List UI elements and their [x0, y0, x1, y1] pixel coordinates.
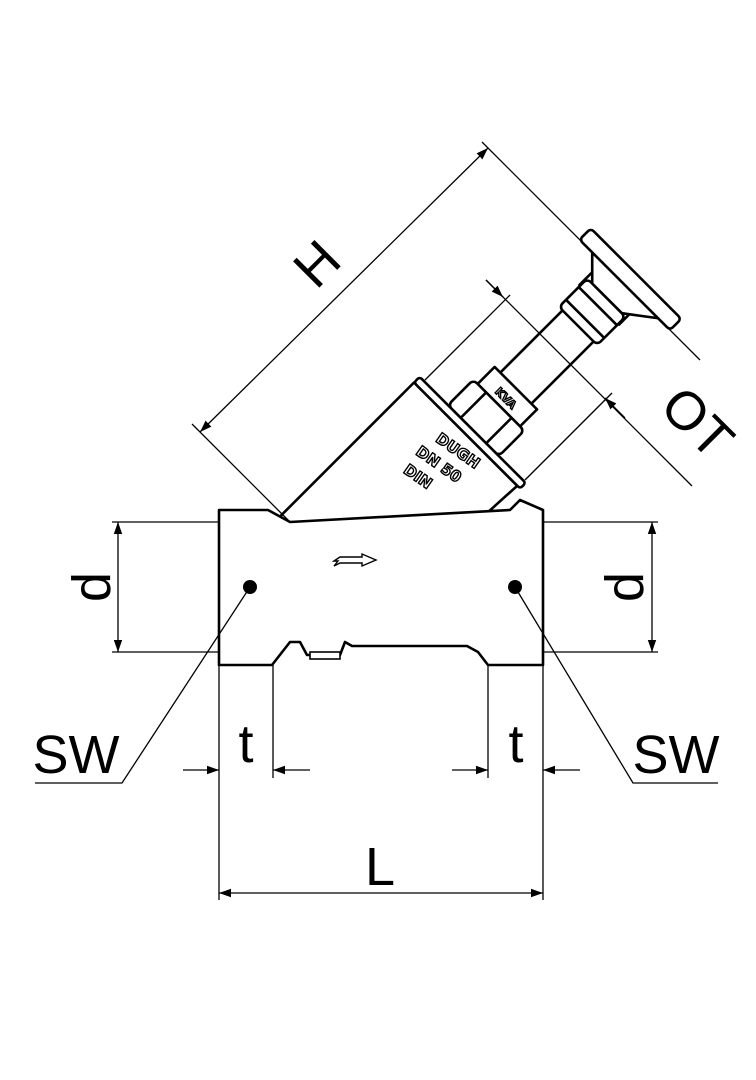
flow-arrow-icon [331, 552, 378, 568]
leader-sw-right: SW [508, 580, 720, 785]
svg-text:SW: SW [33, 725, 120, 785]
valve-body [217, 498, 545, 667]
leader-sw-left: SW [33, 580, 257, 785]
svg-text:H: H [282, 229, 352, 299]
dimension-d-left: d [62, 521, 219, 653]
dimension-t-right: t [452, 665, 580, 900]
svg-text:t: t [508, 714, 523, 774]
svg-text:SW: SW [633, 725, 720, 785]
dimension-t-left: t [183, 665, 310, 778]
svg-text:L: L [365, 837, 395, 897]
svg-text:d: d [62, 572, 122, 602]
svg-text:d: d [595, 572, 655, 602]
svg-text:t: t [238, 714, 253, 774]
dimension-d-right: d [543, 521, 658, 653]
dimension-l: L [218, 778, 543, 900]
svg-text:OT: OT [649, 375, 744, 470]
